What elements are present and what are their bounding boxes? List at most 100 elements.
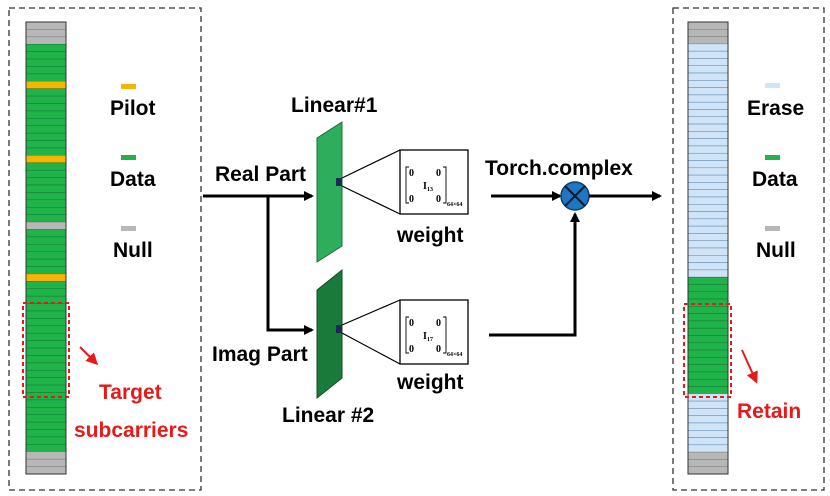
right-null-subcarrier — [687, 21, 729, 30]
right-data-subcarrier — [687, 349, 729, 358]
left-data-subcarrier — [25, 303, 67, 312]
right-erase-subcarrier — [687, 87, 729, 96]
right-data-subcarrier — [687, 284, 729, 292]
matrix2-size: 64×64 — [447, 352, 462, 358]
right-data-subcarrier — [687, 320, 729, 329]
left-data-subcarrier — [25, 318, 67, 327]
null-legend-swatch-right — [765, 226, 780, 231]
imag-part-label: Imag Part — [212, 343, 308, 366]
null-legend-label: Null — [113, 239, 153, 262]
linear1-label: Linear#1 — [291, 94, 378, 117]
erase-legend-label: Erase — [747, 97, 804, 120]
left-null-subcarrier — [25, 21, 67, 30]
right-data-subcarrier — [687, 327, 729, 336]
left-data-subcarrier — [25, 88, 67, 97]
left-data-subcarrier — [25, 266, 67, 275]
linear2-proj-top — [341, 299, 401, 326]
matrix1-tl: 0 — [409, 168, 414, 179]
right-erase-subcarrier — [687, 269, 729, 278]
retain-arrow — [741, 349, 758, 384]
right-erase-subcarrier — [687, 437, 729, 446]
right-erase-subcarrier — [687, 444, 729, 453]
right-erase-subcarrier — [687, 211, 729, 220]
left-data-subcarrier — [25, 229, 67, 238]
matrix2-bl: 0 — [409, 344, 414, 355]
data-legend-swatch — [121, 155, 136, 160]
retain-highlight-box — [683, 303, 732, 398]
right-erase-subcarrier — [687, 43, 729, 52]
left-data-subcarrier — [25, 103, 67, 112]
linear2-layer — [316, 268, 343, 400]
matrix2-left-bracket — [405, 316, 409, 354]
right-erase-subcarrier — [687, 72, 729, 81]
right-erase-subcarrier — [687, 189, 729, 198]
right-erase-subcarrier — [687, 80, 729, 88]
left-data-subcarrier — [25, 177, 67, 186]
data-legend-label: Data — [110, 168, 156, 191]
weight1-label: weight — [396, 224, 464, 247]
left-data-subcarrier — [25, 370, 67, 378]
left-data-subcarrier — [25, 162, 67, 171]
right-erase-subcarrier — [687, 415, 729, 424]
right-erase-subcarrier — [687, 109, 729, 118]
matrix2-right-bracket — [443, 316, 447, 354]
right-null-subcarrier — [687, 466, 729, 475]
left-data-subcarrier — [25, 355, 67, 364]
right-data-subcarrier — [687, 386, 729, 395]
linear2-neuron — [336, 325, 342, 333]
left-subcarrier-strip — [25, 21, 67, 475]
imag-branch-arrow — [266, 196, 314, 335]
left-null-subcarrier — [25, 451, 67, 460]
left-null-subcarrier — [25, 221, 67, 230]
retain-label: Retain — [737, 400, 801, 423]
left-data-subcarrier — [25, 399, 67, 408]
matrix2-tl: 0 — [409, 318, 414, 329]
left-pilot-subcarrier — [25, 273, 67, 282]
right-data-subcarrier — [687, 371, 729, 380]
target-arrow — [79, 346, 99, 366]
right-data-subcarrier — [687, 298, 729, 307]
left-data-subcarrier — [25, 258, 67, 267]
right-erase-subcarrier — [687, 240, 729, 249]
right-erase-subcarrier — [687, 255, 729, 263]
imag-to-multiply-arrow — [489, 212, 580, 337]
right-panel-border — [672, 7, 825, 491]
left-data-subcarrier — [25, 58, 67, 67]
left-data-subcarrier — [25, 73, 67, 82]
linear1-neuron — [336, 178, 342, 186]
weight1-matrix-box — [399, 149, 469, 215]
right-erase-subcarrier — [687, 131, 729, 139]
left-data-subcarrier — [25, 95, 67, 104]
matrix1-center-sub: 13 — [427, 187, 433, 193]
left-panel-border — [8, 7, 202, 491]
pilot-legend-label: Pilot — [110, 97, 156, 120]
left-data-subcarrier — [25, 340, 67, 349]
right-erase-subcarrier — [687, 218, 729, 227]
data-legend-swatch-right — [765, 155, 780, 160]
left-data-subcarrier — [25, 332, 67, 341]
right-data-subcarrier — [687, 342, 729, 351]
left-data-subcarrier — [25, 429, 67, 438]
left-data-subcarrier — [25, 236, 67, 245]
right-erase-subcarrier — [687, 167, 729, 176]
right-null-subcarrier — [687, 459, 729, 467]
right-data-subcarrier — [687, 306, 729, 314]
left-data-subcarrier — [25, 347, 67, 356]
left-data-subcarrier — [25, 362, 67, 371]
matrix1-size: 64×64 — [447, 202, 462, 208]
matrix2-center-sub: 17 — [427, 337, 433, 343]
matrix2-br: 0 — [436, 344, 441, 355]
right-erase-subcarrier — [687, 65, 729, 74]
left-data-subcarrier — [25, 325, 67, 334]
left-null-subcarrier — [25, 466, 67, 475]
left-data-subcarrier — [25, 43, 67, 52]
left-data-subcarrier — [25, 244, 67, 252]
right-erase-subcarrier — [687, 247, 729, 256]
right-erase-subcarrier — [687, 262, 729, 271]
left-data-subcarrier — [25, 51, 67, 60]
left-data-subcarrier — [25, 169, 67, 178]
left-data-subcarrier — [25, 207, 67, 215]
right-data-subcarrier — [687, 357, 729, 365]
left-data-subcarrier — [25, 444, 67, 453]
